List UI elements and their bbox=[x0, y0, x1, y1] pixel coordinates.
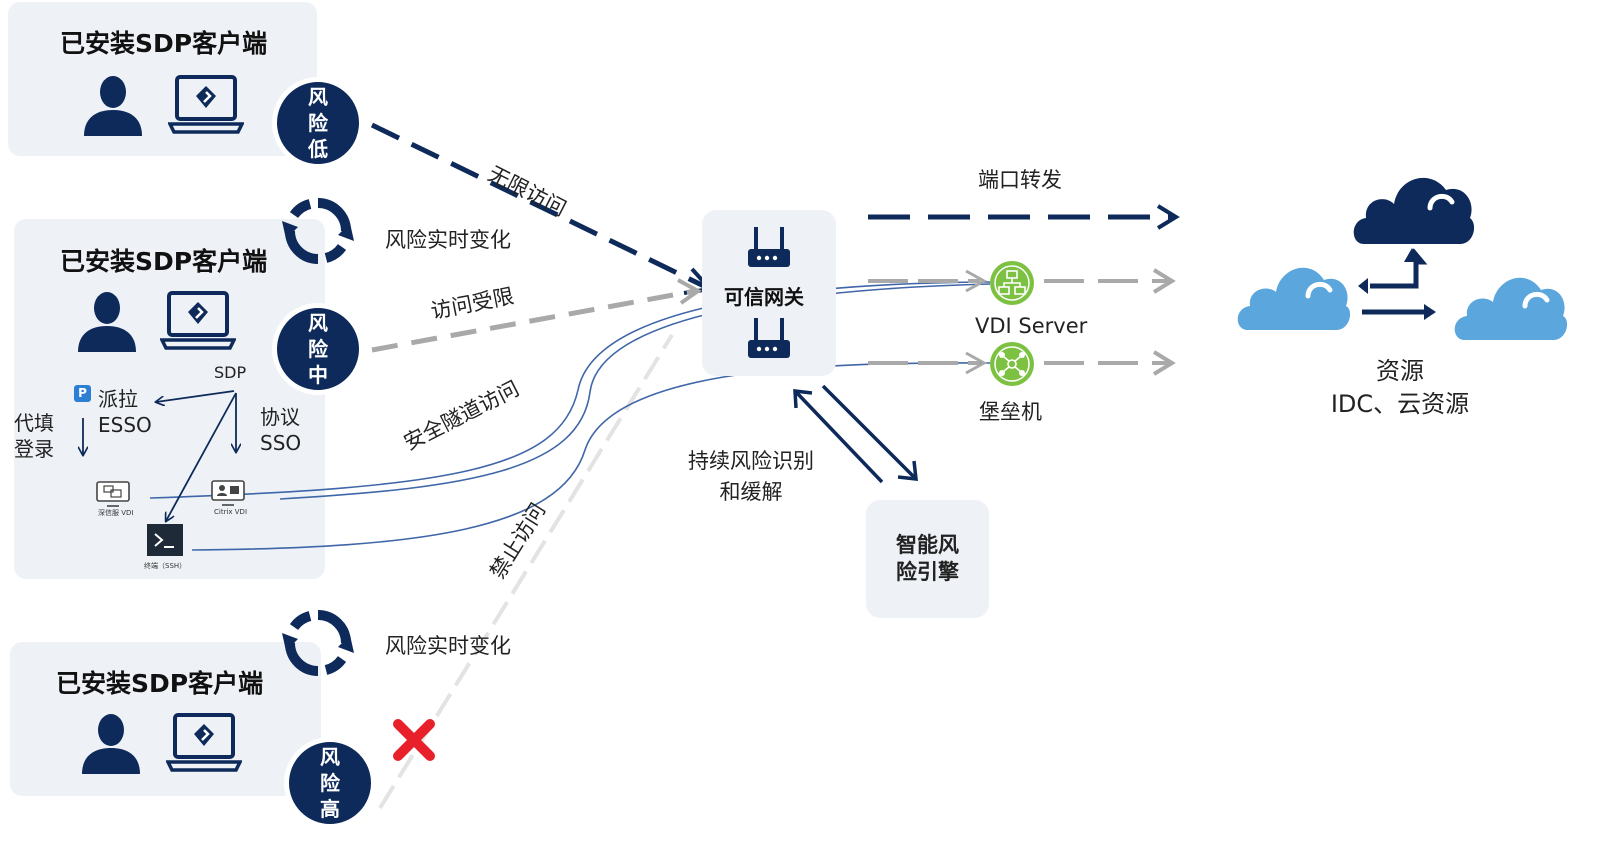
unlimited-access-arrow bbox=[370, 122, 710, 291]
vdi2-label: Citrix VDI bbox=[214, 508, 248, 516]
terminal-label: 终端（SSH） bbox=[144, 562, 187, 570]
limited-access-arrow bbox=[371, 288, 696, 353]
network-icon bbox=[990, 261, 1034, 305]
risk-badge-low: 风险低 bbox=[272, 77, 364, 169]
client-title-mid: 已安装SDP客户端 bbox=[60, 247, 268, 276]
client-title-low: 已安装SDP客户端 bbox=[60, 29, 268, 58]
continuous-risk-label: 持续风险识别和缓解 bbox=[688, 449, 814, 504]
close-x-icon bbox=[393, 719, 435, 761]
engine-arrow-up bbox=[795, 391, 884, 484]
user-icon bbox=[84, 76, 142, 136]
engine-arrow-down bbox=[821, 384, 916, 479]
sdp-label: SDP bbox=[214, 363, 247, 382]
monitor-icon bbox=[96, 481, 130, 507]
esso-badge-icon: P bbox=[74, 385, 91, 402]
sso-arrow-terminal bbox=[166, 392, 237, 521]
laptop-icon bbox=[166, 713, 242, 772]
router-icon bbox=[748, 227, 790, 267]
network-icon bbox=[990, 342, 1034, 386]
user-icon bbox=[78, 292, 136, 352]
risk-badge-high: 风险高 bbox=[284, 737, 376, 829]
port-forward-label: 端口转发 bbox=[978, 168, 1062, 192]
client-panel-low bbox=[8, 2, 317, 156]
client-title-high: 已安装SDP客户端 bbox=[56, 669, 264, 698]
cloud-icon bbox=[1454, 277, 1568, 340]
bastion-label: 堡垒机 bbox=[979, 400, 1042, 424]
sync-icon bbox=[282, 610, 354, 676]
risk-change-label-1: 风险实时变化 bbox=[385, 228, 511, 252]
laptop-icon bbox=[168, 75, 244, 134]
cloud-icon bbox=[1237, 267, 1351, 330]
risk-engine-title: 智能风险引擎 bbox=[896, 533, 959, 584]
terminal-icon bbox=[147, 524, 183, 556]
user-icon bbox=[82, 714, 140, 774]
sync-arrows-icon bbox=[1358, 248, 1436, 320]
monitor-icon bbox=[211, 480, 245, 506]
sso-arrow-esso bbox=[156, 390, 235, 402]
vdi-server-label: VDI Server bbox=[975, 314, 1088, 338]
router-icon bbox=[748, 318, 790, 358]
cloud-icon bbox=[1353, 177, 1475, 244]
risk-engine-box bbox=[866, 500, 989, 618]
gateway-title: 可信网关 bbox=[724, 285, 804, 309]
sync-icon bbox=[282, 198, 354, 264]
client-panel-high bbox=[10, 642, 321, 796]
laptop-icon bbox=[160, 291, 236, 350]
vdi1-label: 深信服 VDI bbox=[98, 509, 134, 517]
risk-badge-mid: 风险中 bbox=[272, 303, 364, 395]
fill-login-label: 代填登录 bbox=[14, 411, 54, 461]
risk-change-label-2: 风险实时变化 bbox=[385, 634, 511, 658]
